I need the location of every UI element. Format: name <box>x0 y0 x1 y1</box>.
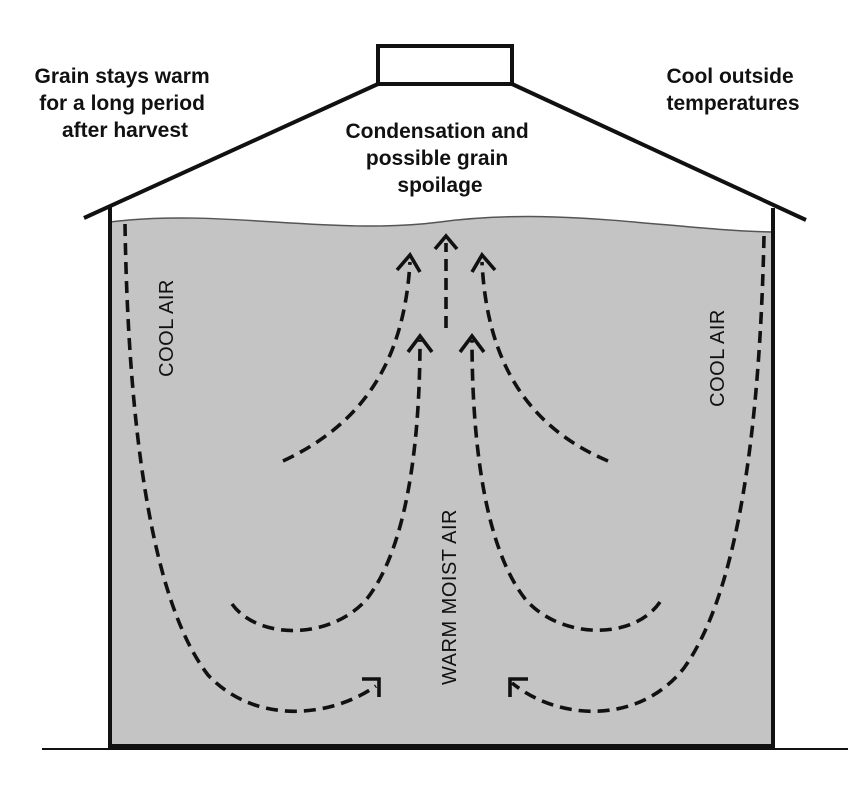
right-note-line: temperatures <box>666 92 799 115</box>
left-note: Grain stays warm for a long period after… <box>35 65 216 142</box>
cool-air-label-left: COOL AIR <box>156 279 178 377</box>
roof-vent-cap <box>376 44 514 86</box>
cool-air-arrowhead-right <box>508 677 528 697</box>
left-note-line: Grain stays warm <box>35 65 210 88</box>
cool-air-flow-left <box>123 223 378 714</box>
center-note-line: Condensation and <box>345 120 528 143</box>
right-note-line: Cool outside <box>666 65 793 88</box>
warm-moist-air-label: WARM MOIST AIR <box>439 509 461 685</box>
cool-air-arrowhead-left <box>362 677 381 697</box>
left-note-line: after harvest <box>62 119 188 142</box>
warm-air-arrowhead-lower-right <box>458 333 486 354</box>
roof-right-slope <box>511 82 807 222</box>
warm-air-arrowhead-center <box>433 233 459 251</box>
cool-air-label-right: COOL AIR <box>707 309 729 407</box>
cool-air-flow-right <box>510 235 766 714</box>
warm-air-flow-lower-right <box>470 339 662 633</box>
bin-wall-outline <box>108 206 775 748</box>
warm-air-flow-upper-right <box>480 261 609 463</box>
warm-air-arrowhead-upper-right <box>470 251 497 273</box>
right-note: Cool outside temperatures <box>666 65 799 115</box>
left-note-line: for a long period <box>39 92 205 115</box>
roof-left-slope <box>83 82 379 220</box>
grain-mass <box>110 216 773 747</box>
center-note-line: spoilage <box>397 174 482 197</box>
center-note: Condensation and possible grain spoilage <box>345 120 534 197</box>
center-note-line: possible grain <box>366 147 508 170</box>
warm-air-arrowhead-lower-left <box>406 333 434 354</box>
warm-air-arrowhead-upper-left <box>395 251 422 273</box>
grain-surface <box>109 215 774 233</box>
warm-air-flow-lower-left <box>230 339 422 633</box>
warm-air-flow-upper-left <box>282 261 412 463</box>
